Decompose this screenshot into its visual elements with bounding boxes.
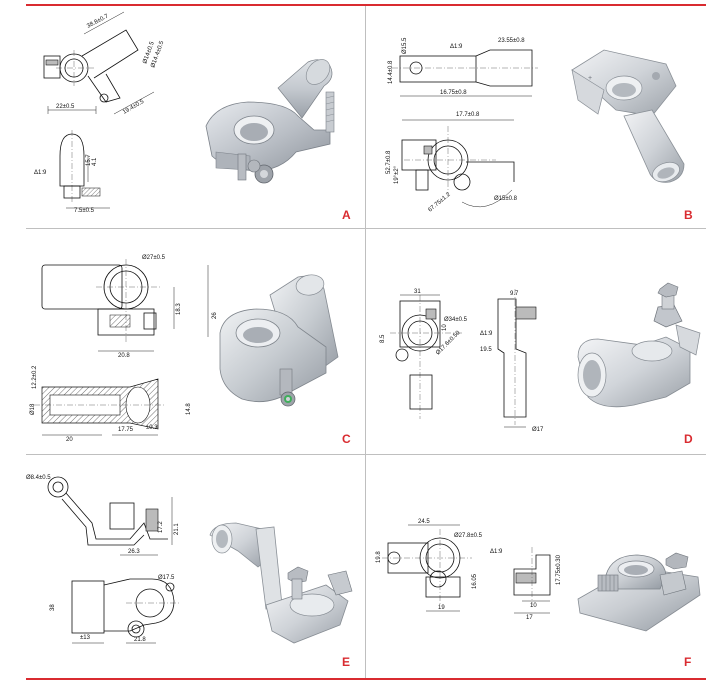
panel-c-drawings: 20.8 Ø27±0.5 18.3 26 12.2±0.2 Ø18 20 17.…	[30, 255, 339, 443]
dim-a-5: 19.4±0.5	[122, 99, 146, 116]
panel-a-side-view: 15.7 4.1 Δ1:9 7.5±0.5	[34, 130, 110, 214]
dim-c-8: 17.75	[118, 427, 134, 433]
panel-b-3d-render: +	[571, 49, 685, 183]
panel-label-d: D	[684, 432, 693, 446]
dim-f-1: 24.5	[418, 519, 430, 525]
panel-e-3d-render	[209, 522, 353, 644]
dim-d-1: 31	[414, 289, 421, 295]
dim-c-4: 26	[212, 312, 218, 319]
panel-d-drawings: 31 Ø34±0.5 8.5 10 Ø17.6±0.50 9.7 Δ1:9 19…	[380, 282, 701, 433]
dim-b-3: Δ1:9	[450, 44, 463, 50]
svg-text:+: +	[588, 75, 592, 82]
dim-f-5: 19	[438, 605, 445, 611]
panel-b-top-view: 16.75±0.8 23.55±0.8 Δ1:9 14.4±0.8 Ø15.5	[388, 37, 538, 97]
panel-f-3d-render	[577, 552, 701, 632]
horizontal-divider-2	[26, 454, 706, 455]
dim-f-9: 17	[526, 615, 533, 621]
panel-e-drawings: 26.3 Ø8.4±0.5 17.2 21.1 ±13 38 Ø17.5 21.	[26, 475, 353, 644]
panel-label-b: B	[684, 208, 693, 222]
dim-d-2: Ø34±0.5	[444, 317, 468, 323]
dim-a-6: 15.7	[86, 154, 92, 166]
dim-e-1: 26.3	[128, 549, 140, 555]
dim-f-8: 10	[530, 603, 537, 609]
dim-d-9: Ø17	[532, 427, 544, 433]
panel-label-c: C	[342, 432, 351, 446]
dim-c-7: 20	[66, 437, 73, 443]
panel-label-f: F	[684, 655, 692, 669]
panel-c-section-view: 12.2±0.2 Ø18 20 17.75 ±0.3 14.8	[30, 365, 192, 443]
dim-d-6: 9.7	[510, 291, 519, 297]
dim-c-6: Ø18	[30, 403, 36, 415]
panel-a: 22±0.5 38.8±0.7 Ø14±0.5 Ø14.4±0.5 19.4±0…	[26, 6, 365, 228]
panel-c: 20.8 Ø27±0.5 18.3 26 12.2±0.2 Ø18 20 17.…	[26, 229, 365, 454]
dim-e-5: ±13	[80, 635, 91, 641]
dim-b-5: Ø15.5	[402, 37, 408, 54]
dim-d-7: Δ1:9	[480, 331, 493, 337]
dim-f-7: 17.75±0.30	[556, 554, 562, 585]
dim-f-4: 16.05	[472, 573, 478, 589]
dim-f-6: Δ1:9	[490, 549, 503, 555]
dim-a-7: 4.1	[92, 157, 98, 166]
dim-d-4: 10	[442, 324, 448, 331]
panel-b-drawings: 16.75±0.8 23.55±0.8 Δ1:9 14.4±0.8 Ø15.5 …	[386, 37, 685, 214]
panel-label-a: A	[342, 208, 351, 222]
dim-b-8: 19°±2°	[394, 165, 400, 184]
panel-b: 16.75±0.8 23.55±0.8 Δ1:9 14.4±0.8 Ø15.5 …	[366, 6, 706, 228]
dim-e-2: Ø8.4±0.5	[26, 475, 51, 481]
panel-a-drawings: 22±0.5 38.8±0.7 Ø14±0.5 Ø14.4±0.5 19.4±0…	[34, 11, 335, 214]
panel-d: 31 Ø34±0.5 8.5 10 Ø17.6±0.50 9.7 Δ1:9 19…	[366, 229, 706, 454]
dim-d-5: Ø17.6±0.50	[435, 330, 462, 357]
panel-a-top-view: 22±0.5 38.8±0.7 Ø14±0.5 Ø14.4±0.5 19.4±0…	[43, 11, 166, 116]
dim-c-3: 18.3	[176, 303, 182, 315]
dim-e-8: 21.8	[134, 637, 146, 643]
panel-a-3d-render	[205, 59, 335, 184]
dim-e-6: 38	[50, 604, 56, 611]
dim-d-3: 8.5	[380, 334, 386, 343]
panel-e-top-view: ±13 38 Ø17.5 21.8	[50, 575, 180, 644]
dim-c-2: Ø27±0.5	[142, 255, 166, 261]
panel-f: 24.5 Ø27.8±0.5 19.8 16.05 19 Δ1:9 17.75±…	[366, 455, 706, 678]
vertical-divider	[365, 6, 366, 678]
bottom-red-rule	[26, 678, 706, 680]
dim-f-3: 19.8	[376, 551, 382, 563]
dim-f-2: Ø27.8±0.5	[454, 533, 483, 539]
panel-d-3d-render	[577, 282, 701, 408]
dim-b-10: 67.75±1.2	[427, 191, 452, 213]
dim-d-8: 19.5	[480, 347, 492, 353]
panel-d-top-view: 31 Ø34±0.5 8.5 10 Ø17.6±0.50	[380, 289, 468, 419]
panel-c-3d-render	[219, 274, 339, 407]
dim-b-1: 16.75±0.8	[440, 90, 467, 96]
panel-f-drawings: 24.5 Ø27.8±0.5 19.8 16.05 19 Δ1:9 17.75±…	[376, 519, 701, 632]
top-red-rule	[26, 4, 706, 6]
dim-c-1: 20.8	[118, 353, 130, 359]
dim-c-10: 14.8	[186, 403, 192, 415]
dim-e-3: 17.2	[158, 521, 164, 533]
panel-label-e: E	[342, 655, 351, 669]
panel-f-top-view: 24.5 Ø27.8±0.5 19.8 16.05 19	[376, 519, 483, 612]
dim-c-9: ±0.3	[146, 425, 158, 431]
dim-b-9: Ø15±0.8	[494, 196, 518, 202]
dim-b-2: 23.55±0.8	[498, 38, 525, 44]
panel-e: 26.3 Ø8.4±0.5 17.2 21.1 ±13 38 Ø17.5 21.	[26, 455, 365, 678]
panel-b-front-view: 17.7±0.8 52.7±0.8 19°±2° Ø15±0.8 67.75±1…	[386, 112, 518, 214]
dim-b-7: 52.7±0.8	[386, 150, 392, 174]
panel-f-side-view: Δ1:9 17.75±0.30 10 17	[490, 547, 562, 621]
horizontal-divider-1	[26, 228, 706, 229]
dim-a-1: 22±0.5	[56, 104, 75, 110]
panel-c-top-view: 20.8 Ø27±0.5 18.3 26	[41, 255, 218, 359]
dim-a-9: 7.5±0.5	[74, 208, 95, 214]
panel-e-side-view: 26.3 Ø8.4±0.5 17.2 21.1	[26, 475, 180, 556]
dim-b-4: 14.4±0.8	[388, 60, 394, 84]
panel-d-side-view: 9.7 Δ1:9 19.5 Ø17	[480, 289, 544, 433]
dim-e-7: Ø17.5	[158, 575, 175, 581]
dim-a-8: Δ1:9	[34, 170, 47, 176]
dim-c-5: 12.2±0.2	[32, 365, 38, 389]
dim-e-4: 21.1	[174, 523, 180, 535]
dim-b-6: 17.7±0.8	[456, 112, 480, 118]
